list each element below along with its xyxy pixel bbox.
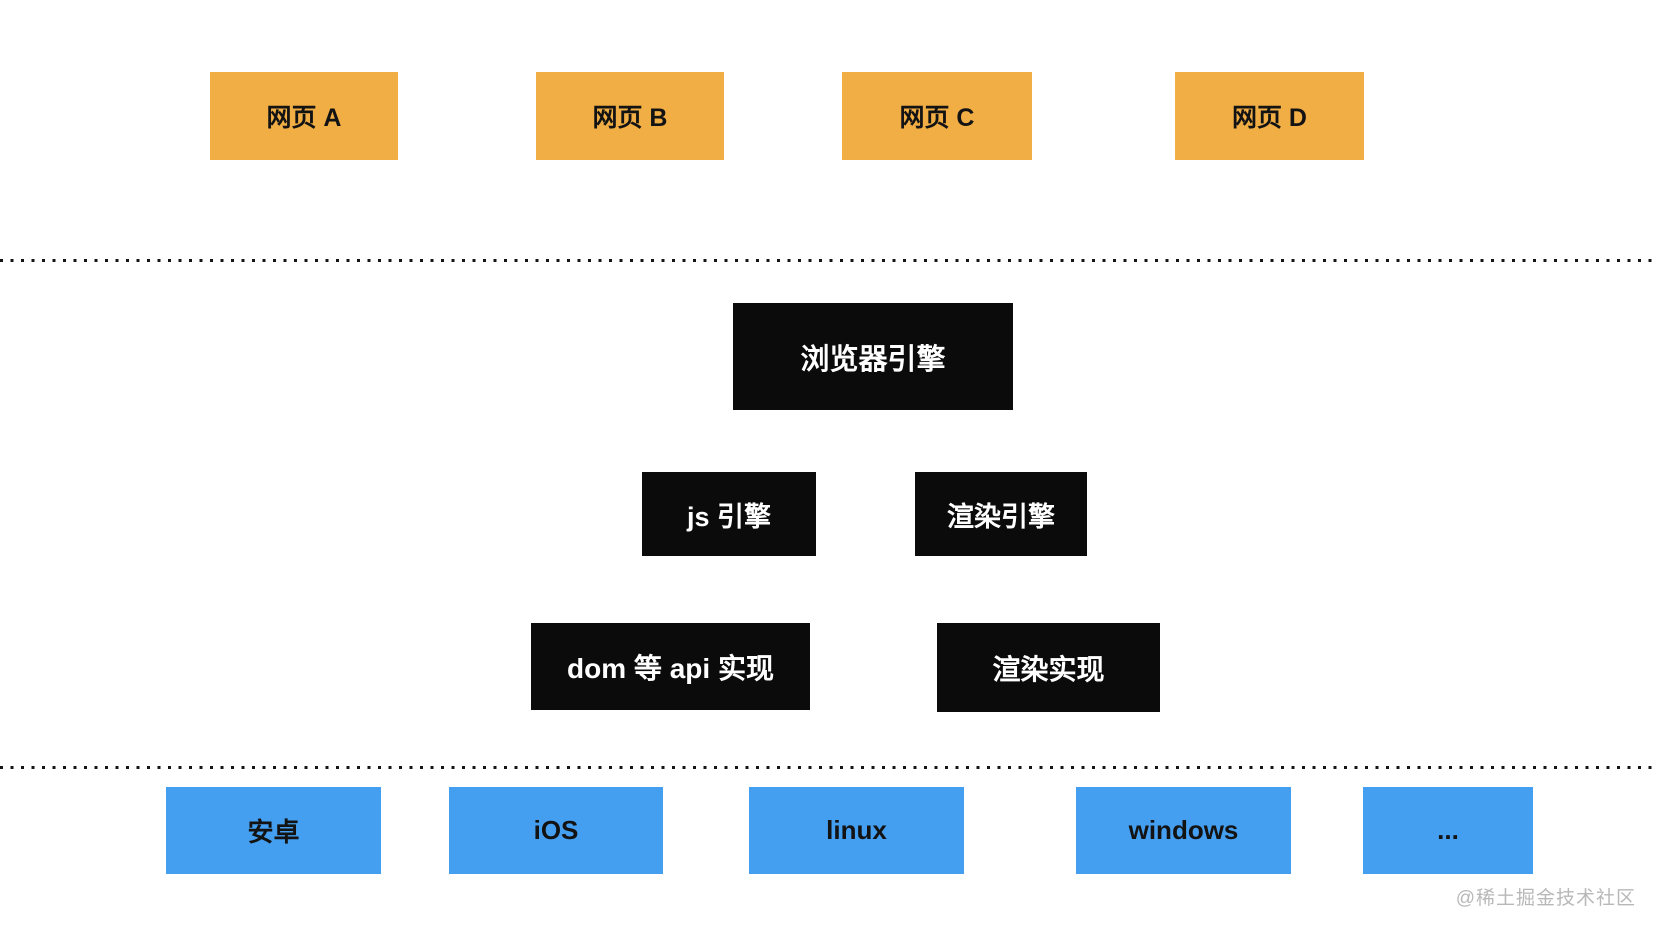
dotted-divider-top bbox=[0, 259, 1656, 262]
web-page-b-box: 网页 B bbox=[536, 72, 724, 160]
platform-ios-box: iOS bbox=[449, 787, 663, 874]
web-page-a-box: 网页 A bbox=[210, 72, 398, 160]
platform-android-box: 安卓 bbox=[166, 787, 381, 874]
web-page-c-box: 网页 C bbox=[842, 72, 1032, 160]
platform-more-box: ... bbox=[1363, 787, 1533, 874]
dom-api-implementation-box: dom 等 api 实现 bbox=[531, 623, 810, 710]
platform-windows-box: windows bbox=[1076, 787, 1291, 874]
platform-linux-box: linux bbox=[749, 787, 964, 874]
browser-engine-box: 浏览器引擎 bbox=[733, 303, 1013, 410]
dotted-divider-bottom bbox=[0, 766, 1656, 769]
render-implementation-box: 渲染实现 bbox=[937, 623, 1160, 712]
render-engine-box: 渲染引擎 bbox=[915, 472, 1087, 556]
web-page-d-box: 网页 D bbox=[1175, 72, 1364, 160]
js-engine-box: js 引擎 bbox=[642, 472, 816, 556]
juejin-watermark: @稀土掘金技术社区 bbox=[1455, 888, 1636, 909]
